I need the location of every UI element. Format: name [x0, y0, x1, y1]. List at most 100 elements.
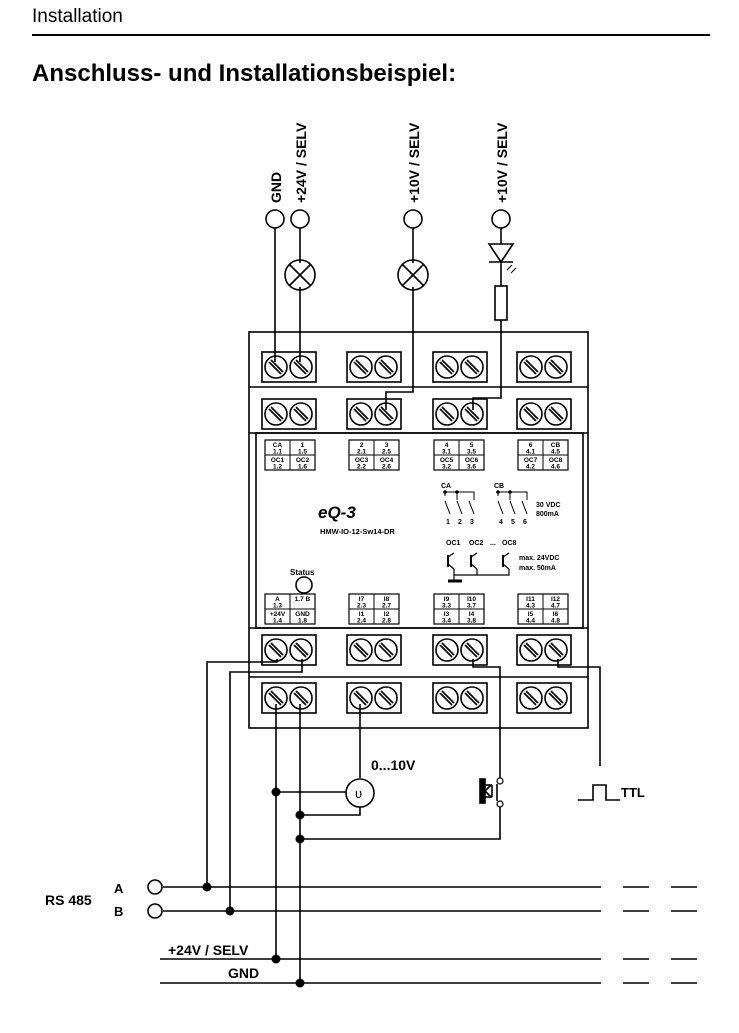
screw-icon	[289, 638, 313, 662]
relay-contact: 6	[523, 519, 527, 526]
screw-icon	[349, 402, 373, 426]
screw-icon	[519, 686, 543, 710]
terminal-block	[432, 398, 488, 430]
brand-logo: eQ-3	[318, 503, 356, 522]
page-title: Anschluss- und Installationsbeispiel:	[32, 60, 457, 87]
screw-icon	[544, 402, 568, 426]
terminal-block	[516, 682, 572, 714]
relay-contact: 5	[511, 519, 515, 526]
terminal-label-name: 1	[301, 442, 305, 449]
screw-icon	[349, 638, 373, 662]
terminal-label-number: 4.6	[551, 464, 560, 471]
relay-rating: 30 VDC	[536, 502, 561, 509]
screw-icon	[460, 355, 484, 379]
rs485-label: RS 485	[45, 892, 92, 908]
terminal-label-number: 4.2	[526, 464, 535, 471]
bus-continuation-dashes	[623, 886, 697, 984]
rs485-b-wire	[229, 659, 303, 911]
v10a-terminal-icon	[403, 209, 423, 229]
screw-icon	[435, 686, 459, 710]
terminal-block	[261, 634, 317, 666]
terminal-block	[346, 398, 402, 430]
terminal-block	[516, 398, 572, 430]
header-rule	[32, 34, 710, 36]
relay-contact: 3	[470, 519, 474, 526]
relay-contact: 4	[499, 519, 503, 526]
terminal-label-name: CA	[273, 442, 283, 449]
terminal-label-name: OC6	[465, 457, 479, 464]
rs485-b-label: B	[114, 904, 123, 919]
terminal-block	[261, 682, 317, 714]
terminal-label-number: 4.8	[551, 618, 560, 625]
terminal-label-number: 4.3	[526, 603, 535, 610]
oc-label: OC2	[469, 540, 484, 547]
terminal-label-name: I8	[384, 596, 390, 603]
terminal-label-number: 1.3	[273, 603, 282, 610]
lamp-icon	[397, 259, 429, 291]
supply-label-10v-a: +10V / SELV	[406, 122, 422, 203]
screw-icon	[374, 355, 398, 379]
screw-icon	[374, 402, 398, 426]
supply-label-24v: +24V / SELV	[293, 122, 309, 203]
terminal-label-number: 3.3	[442, 603, 451, 610]
screw-icon	[544, 638, 568, 662]
terminal-label-number: 4.5	[551, 449, 560, 456]
v24-terminal-icon	[290, 209, 310, 229]
terminal-label-number: 3.8	[467, 618, 476, 625]
terminal-label-name: CB	[551, 442, 561, 449]
terminal-label-name: I2	[384, 611, 390, 618]
terminal-label-number: 3.1	[442, 449, 451, 456]
terminal-block	[346, 682, 402, 714]
push-button-icon	[479, 777, 504, 808]
terminal-label-name: 3	[385, 442, 389, 449]
screw-icon	[435, 355, 459, 379]
oc-label: OC8	[502, 540, 517, 547]
terminal-label-number: 2.4	[357, 618, 366, 625]
oc-label: OC1	[446, 540, 461, 547]
terminal-label-number: 4.7	[551, 603, 560, 610]
terminal-label-number: 1.2	[273, 464, 282, 471]
terminal-block	[432, 634, 488, 666]
terminal-label-name: OC1	[271, 457, 285, 464]
terminal-label-name: I11	[526, 596, 535, 603]
oc-rating: max. 24VDC	[519, 555, 559, 562]
terminal-block	[516, 634, 572, 666]
terminal-label-number: 1.1	[273, 449, 282, 456]
screw-icon	[374, 686, 398, 710]
terminal-label-name: 2	[360, 442, 364, 449]
relay-rating: 800mA	[536, 511, 559, 518]
ttl-label: TTL	[621, 785, 645, 800]
screw-icon	[519, 402, 543, 426]
rs485-b-terminal-icon	[147, 903, 163, 919]
screw-icon	[289, 402, 313, 426]
resistor-wire	[472, 320, 502, 410]
relay-contact: 2	[458, 519, 462, 526]
status-led-icon	[295, 576, 313, 594]
screw-icon	[374, 638, 398, 662]
terminal-label-number: 1.4	[273, 618, 282, 625]
terminal-label-name: OC3	[355, 457, 369, 464]
resistor-icon	[494, 285, 508, 321]
screw-icon	[349, 686, 373, 710]
screw-icon	[435, 638, 459, 662]
terminal-label-number: 3.5	[467, 449, 476, 456]
terminal-label-name: OC7	[524, 457, 538, 464]
terminal-block	[346, 351, 402, 383]
relay-symbol-icon	[444, 491, 528, 515]
terminal-label-name: 4	[445, 442, 449, 449]
terminal-label-name: I5	[528, 611, 534, 618]
terminal-label-number: 2.1	[357, 449, 366, 456]
relay-contact: 1	[446, 519, 450, 526]
screw-icon	[435, 402, 459, 426]
terminal-block	[516, 351, 572, 383]
push-button-wire	[300, 807, 501, 840]
terminal-label-name: 5	[470, 442, 474, 449]
gnd-bus-label: GND	[228, 965, 259, 981]
supply-label-gnd: GND	[268, 172, 284, 203]
analog-label: 0...10V	[371, 757, 416, 773]
